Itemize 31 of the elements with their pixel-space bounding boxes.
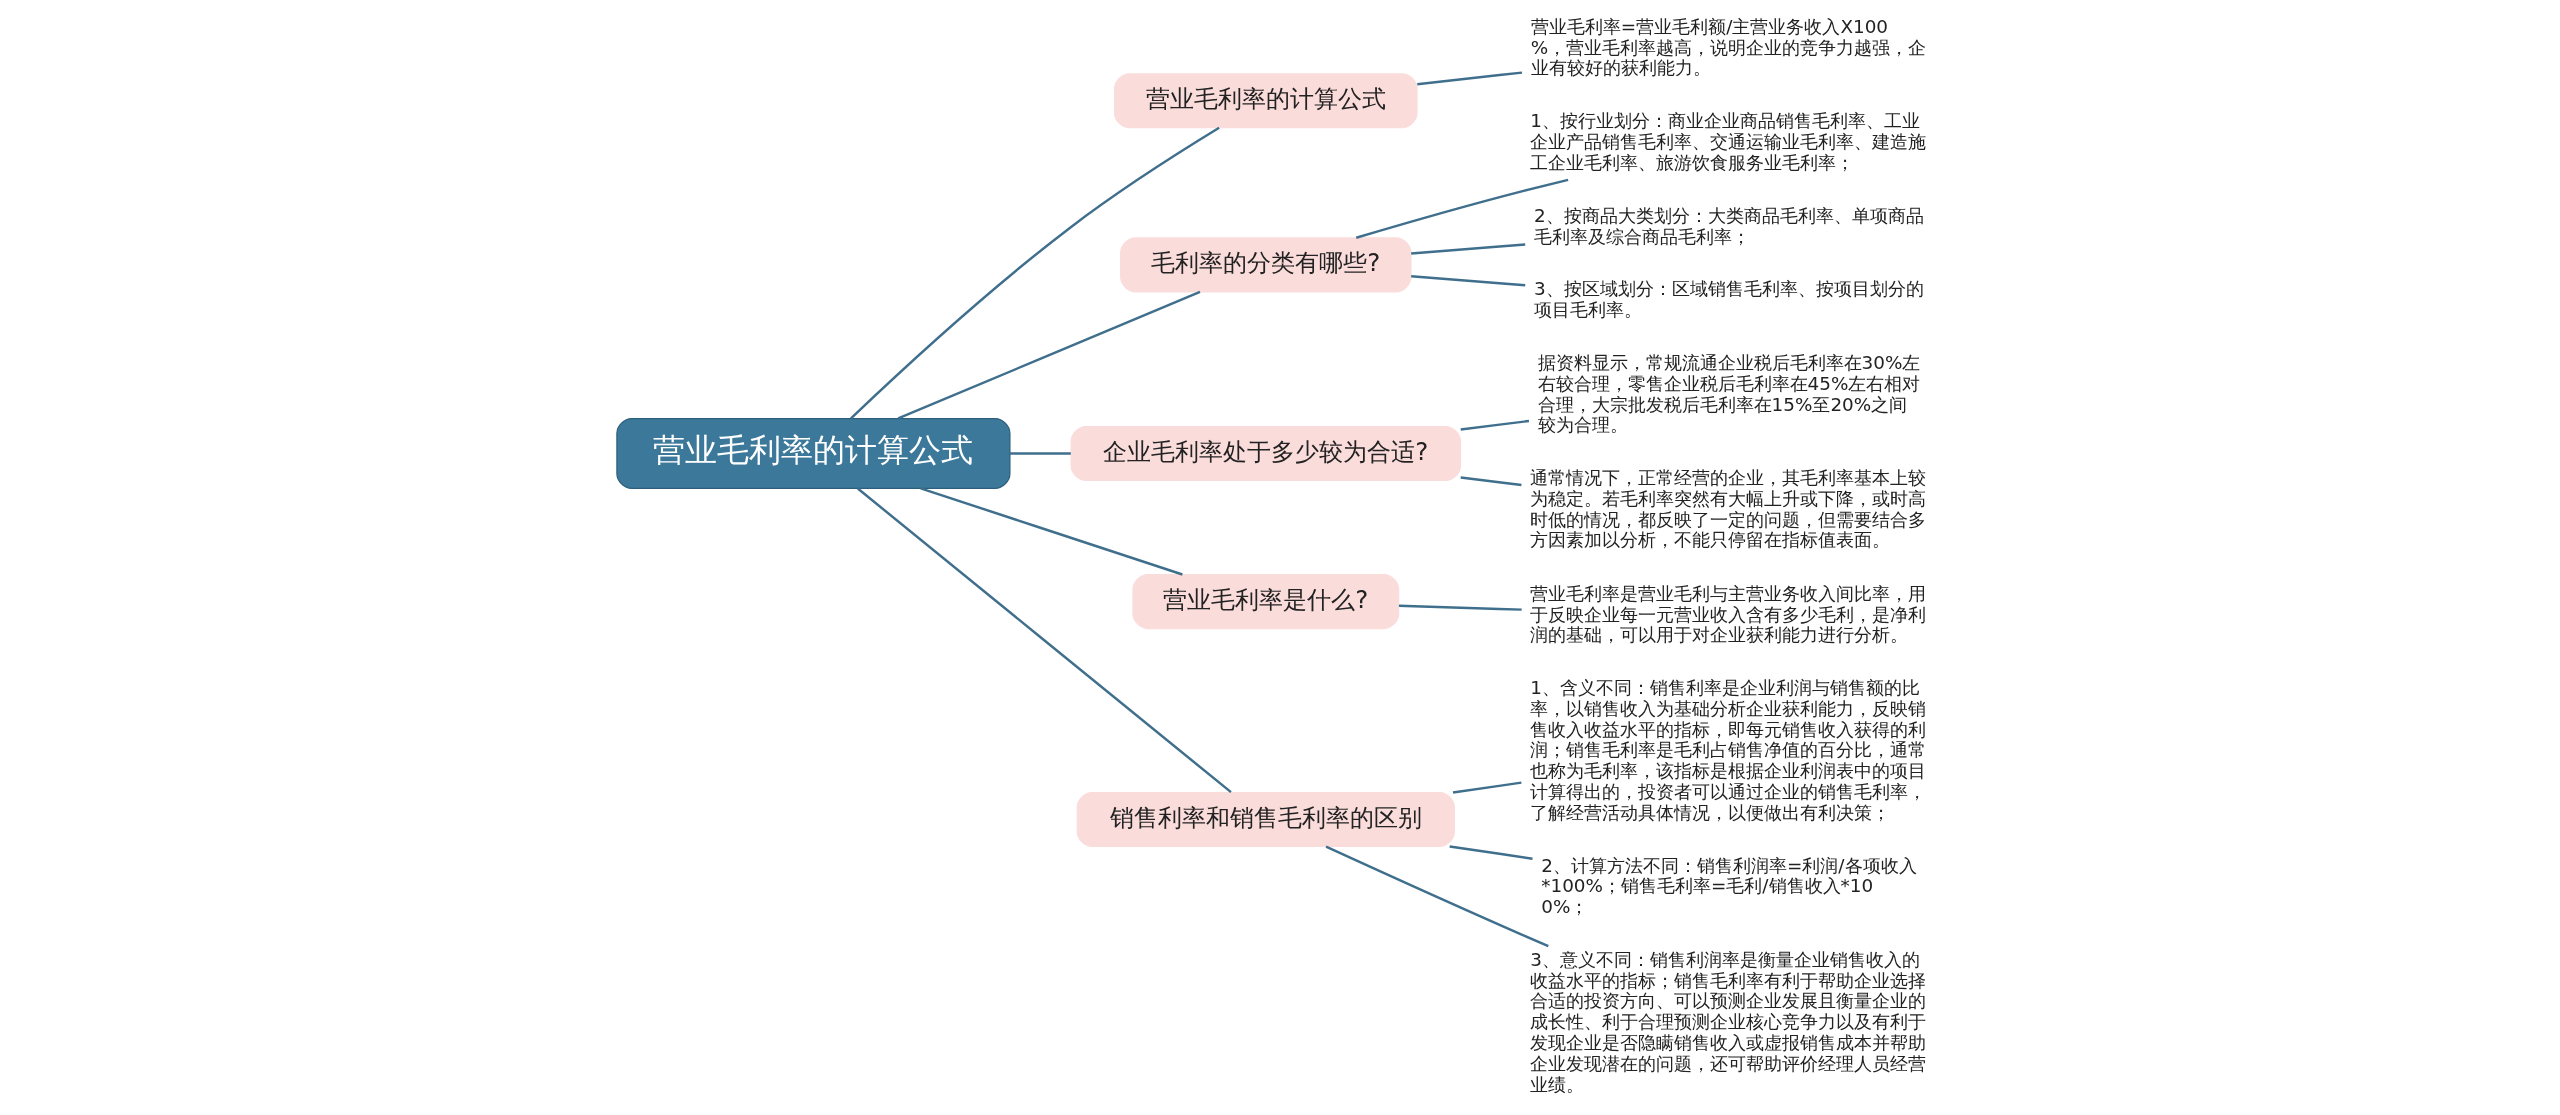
node-text: 营业毛利率=营业毛利额/主营业务收入X100%，营业毛利率越高，说明企业的竞争力越强，企业有较好的获利能力。 bbox=[1530, 15, 1926, 79]
node-text: 通常情况下，正常经营的企业，其毛利率基本上较为稳定。若毛利率突然有大幅上升或下降，或时高时低的情况，都反映了一定的问题，但需要结合多方因素加以分析，不能只停留在指标值表面。 bbox=[1529, 467, 1926, 551]
connector bbox=[1410, 275, 1525, 287]
connector bbox=[1452, 781, 1522, 794]
node-text: 据资料显示，常规流通企业税后毛利率在30%左右较合理，零售企业税后毛利率在45%左右相对合理，大宗批发税后毛利率在15%至20%之间较为合理。 bbox=[1537, 351, 1920, 436]
node-box: 销售利率和销售毛利率的区别 bbox=[1076, 791, 1455, 848]
connector bbox=[919, 487, 1183, 576]
node-text: 营业毛利率是营业毛利与主营业务收入间比率，用于反映企业每一元营业收入含有多少毛利，是净利润的基础，可以用于对企业获利能力进行分析。 bbox=[1529, 582, 1926, 646]
connector bbox=[849, 126, 1220, 420]
node-text: 3、意义不同：销售利润率是衡量企业销售收入的收益水平的指标；销售毛利率有利于帮助企业选择合适的投资方向、可以预测企业发展且衡量企业的成长性、利于合理预测企业核心竞争力以及有利于发现企业是否隐瞒销售收入或虚报销售成本并帮助企业发现潜在的问题，还可帮助评价经理人员经营业绩。 bbox=[1529, 948, 1926, 1095]
node-text: 3、按区域划分：区域销售毛利率、按项目划分的项目毛利率。 bbox=[1533, 278, 1924, 321]
node-text: 2、计算方法不同：销售利润率=利润/各项收入*100%；销售毛利率=毛利/销售收入*100%； bbox=[1540, 854, 1917, 918]
node-box: 企业毛利率处于多少较为合适? bbox=[1070, 425, 1461, 481]
node-box: 营业毛利率是什么? bbox=[1131, 574, 1399, 630]
node-text: 2、按商品大类划分：大类商品毛利率、单项商品毛利率及综合商品毛利率； bbox=[1533, 205, 1924, 247]
connector bbox=[1398, 604, 1522, 611]
node-box: 毛利率的分类有哪些? bbox=[1119, 237, 1411, 293]
connector bbox=[856, 487, 1232, 794]
connector bbox=[1009, 452, 1071, 455]
connector bbox=[1416, 71, 1522, 86]
node-box: 营业毛利率的计算公式 bbox=[615, 417, 1011, 489]
node-text: 1、按行业划分：商业企业商品销售毛利率、工业企业产品销售毛利率、交通运输业毛利率、建造施工企业毛利率、旅游饮食服务业毛利率； bbox=[1529, 110, 1926, 173]
node-box: 营业毛利率的计算公式 bbox=[1113, 73, 1418, 129]
connector bbox=[897, 290, 1200, 420]
connector bbox=[1325, 845, 1549, 948]
connector bbox=[1410, 243, 1525, 255]
connector bbox=[1460, 476, 1522, 487]
connector bbox=[1355, 178, 1568, 239]
node-text: 1、含义不同：销售利率是企业利润与销售额的比率，以销售收入为基础分析企业获利能力，反映销售收入收益水平的指标，即每元销售收入获得的利润；销售毛利率是毛利占销售净值的百分比，通常也称为毛利率，该指标是根据企业利润表中的项目计算得出的，投资者可以通过企业的销售毛利率，了解经营活动具体情况，以便做出有利决策； bbox=[1529, 677, 1926, 823]
connector bbox=[1460, 419, 1529, 431]
connector bbox=[1449, 845, 1533, 860]
